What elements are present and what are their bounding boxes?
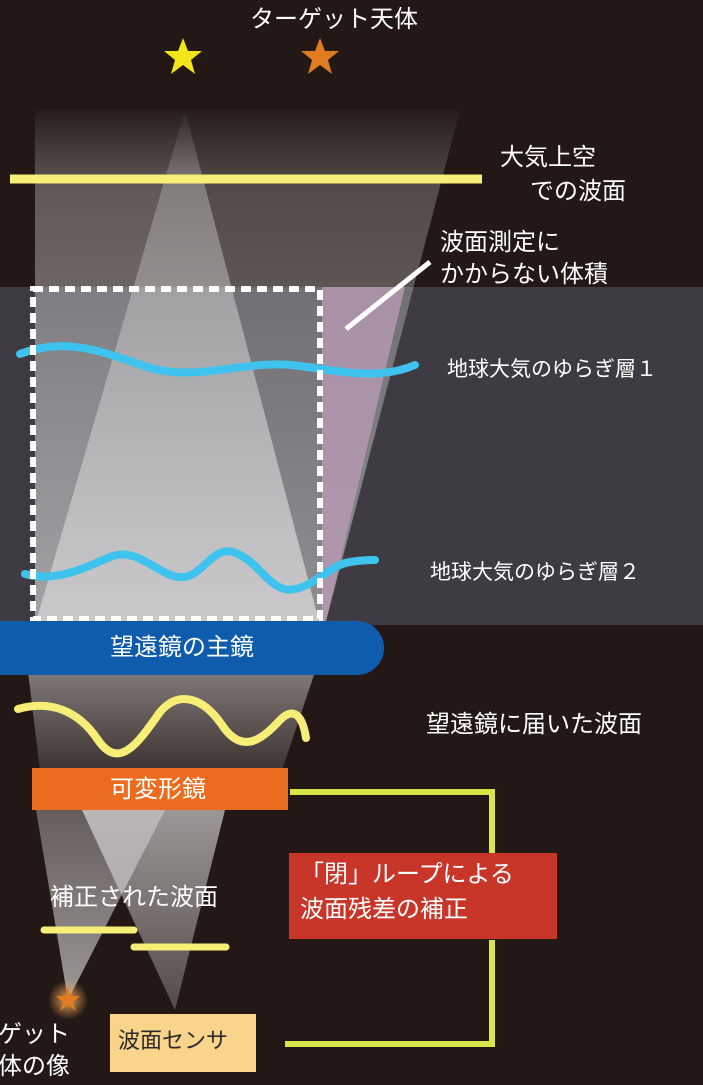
target-image-label-1: ゲット: [0, 1020, 70, 1048]
star-orange-image-icon: [56, 987, 80, 1011]
wavefront-at-telescope-label: 望遠鏡に届いた波面: [426, 710, 642, 738]
primary-mirror-label: 望遠鏡の主鏡: [110, 633, 254, 661]
turbulence-layer-2-wave: [21, 547, 379, 594]
primary-mirror: [0, 621, 384, 675]
converging-cone: [28, 672, 315, 770]
star-yellow-icon: [164, 38, 202, 74]
deformable-mirror: [32, 768, 288, 810]
loop-line-top: [290, 789, 495, 862]
unmeasured-volume-label-2: かからない体積: [440, 260, 608, 288]
upper-wavefront-label-1: 大気上空: [500, 143, 596, 171]
upper-wavefront-label-2: での波面: [530, 177, 626, 205]
wavefront-sensor-box: [110, 1014, 256, 1072]
target-image-label-2: 体の像: [0, 1052, 70, 1080]
unmeasured-leader-line: [344, 260, 432, 331]
telescope-wavefront: [14, 695, 310, 758]
unmeasured-volume-label-1: 波面測定に: [440, 228, 560, 256]
turbulence-layer-2-label: 地球大気のゆらぎ層２: [430, 560, 640, 584]
deformable-mirror-label: 可変形鏡: [110, 775, 206, 803]
closed-loop-box: [289, 853, 557, 939]
corrected-wavefront-label: 補正された波面: [50, 883, 218, 911]
closed-loop-label-1: 「閉」ループによる: [300, 860, 514, 888]
cone-to-image: [36, 810, 165, 1000]
measured-volume-box: [30, 286, 323, 622]
star-orange-icon: [301, 38, 339, 74]
turbulence-layer-1-label: 地球大気のゆらぎ層１: [447, 357, 657, 381]
loop-line-bottom: [285, 940, 495, 1047]
closed-loop-label-2: 波面残差の補正: [300, 895, 468, 923]
target-objects-label: ターゲット天体: [250, 5, 418, 33]
turbulence-layer-1-wave: [16, 342, 419, 378]
wavefront-sensor-label: 波面センサ: [118, 1029, 229, 1054]
